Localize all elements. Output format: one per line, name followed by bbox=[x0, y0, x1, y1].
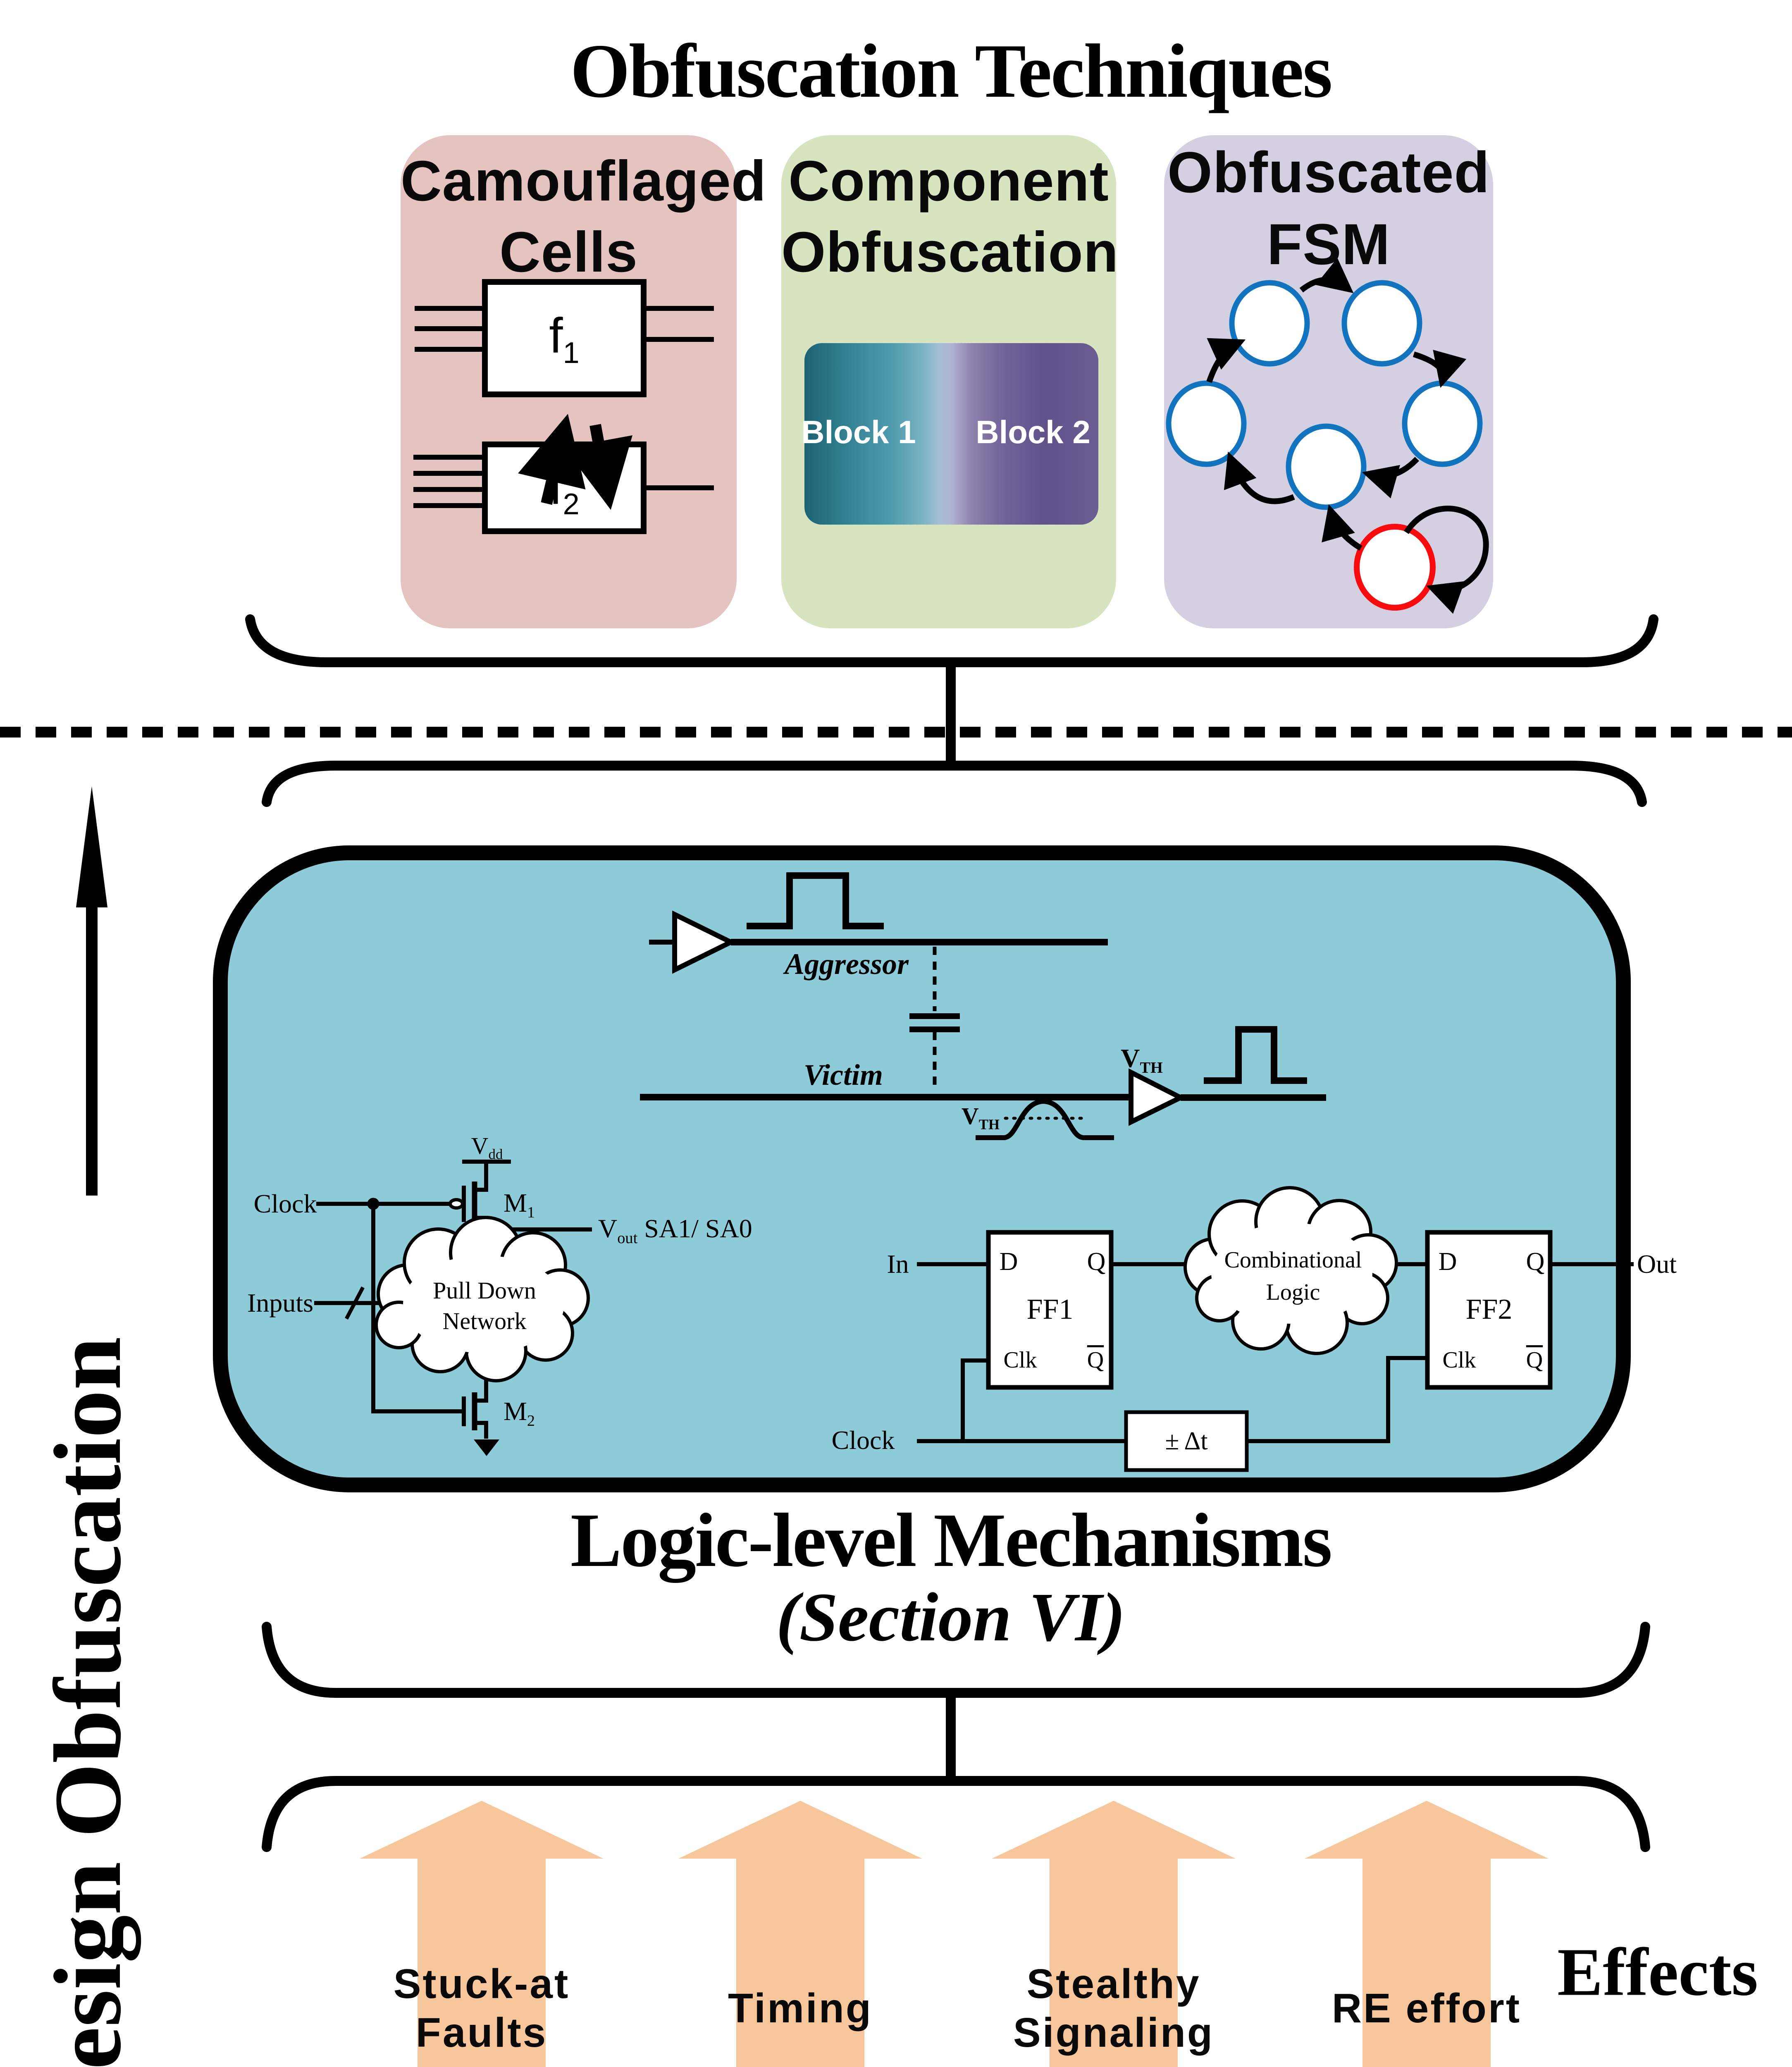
fsm-card-title: Obfuscated FSM bbox=[1167, 140, 1490, 277]
ff1-q: Q bbox=[1087, 1248, 1106, 1276]
logic-level-section: (Section VI) bbox=[776, 1579, 1126, 1656]
clock-label-path: Clock bbox=[831, 1425, 895, 1455]
pulldown-cloud-line1: Pull Down bbox=[433, 1277, 536, 1304]
block1-label: Block 1 bbox=[801, 414, 916, 450]
brace-logic-upper bbox=[262, 761, 1647, 807]
ff2-d: D bbox=[1438, 1248, 1457, 1276]
ff1-clk: Clk bbox=[1003, 1347, 1037, 1373]
m2-label: M2 bbox=[503, 1396, 535, 1430]
page-title: Obfuscation Techniques bbox=[570, 29, 1332, 114]
vdd-label: Vdd bbox=[471, 1132, 503, 1162]
camouflaged-card-title: Camouflaged Cells bbox=[401, 149, 767, 284]
out-label: Out bbox=[1637, 1249, 1677, 1279]
effect-label-timing: Timing bbox=[728, 1985, 873, 2031]
victim-label: Victim bbox=[803, 1058, 883, 1091]
ff2-clk: Clk bbox=[1442, 1347, 1476, 1373]
ff2-name: FF2 bbox=[1465, 1294, 1513, 1325]
ff2-qbar: Q bbox=[1526, 1347, 1543, 1373]
vth-buffer-label: VTH bbox=[1121, 1043, 1163, 1076]
block2-label: Block 2 bbox=[976, 414, 1090, 450]
delta-t-label: ± Δt bbox=[1165, 1427, 1208, 1455]
vth-glitch-label: VTH bbox=[961, 1103, 1000, 1133]
effects-heading: Effects bbox=[1557, 1934, 1758, 2010]
aggressor-label: Aggressor bbox=[784, 948, 909, 981]
effect-label-stuckat: Stuck-at Faults bbox=[393, 1961, 570, 2056]
brace-effects-upper bbox=[262, 1776, 1650, 1852]
inputs-label: Inputs bbox=[247, 1288, 313, 1318]
m1-label: M1 bbox=[503, 1188, 535, 1221]
component-card-title: Component Obfuscation bbox=[781, 149, 1119, 284]
vout-label: Vout SA1/ SA0 bbox=[598, 1214, 752, 1247]
comb-cloud-line1: Combinational bbox=[1224, 1247, 1362, 1273]
comb-cloud-line2: Logic bbox=[1266, 1279, 1320, 1305]
cell-f2-label: f2 bbox=[549, 459, 580, 521]
logic-level-heading: Logic-level Mechanisms bbox=[570, 1498, 1332, 1583]
clock-label-senseamp: Clock bbox=[253, 1189, 317, 1218]
side-axis-label: Physical Design Obfuscation bbox=[35, 1337, 141, 2067]
pulldown-cloud-line2: Network bbox=[442, 1308, 527, 1334]
ff1-d: D bbox=[999, 1248, 1018, 1276]
ff1-qbar: Q bbox=[1087, 1347, 1104, 1373]
component-blocks-gradient bbox=[804, 343, 1098, 525]
logic-level-box bbox=[213, 845, 1631, 1492]
in-label: In bbox=[887, 1249, 909, 1279]
ff2-q: Q bbox=[1526, 1248, 1545, 1276]
axis-arrow-up-icon bbox=[76, 786, 107, 1196]
effect-label-reeffort: RE effort bbox=[1331, 1985, 1522, 2031]
ff1-name: FF1 bbox=[1026, 1294, 1074, 1325]
effect-label-stealthy: Stealthy Signaling bbox=[1013, 1961, 1214, 2056]
cell-f1-label: f1 bbox=[549, 308, 580, 370]
